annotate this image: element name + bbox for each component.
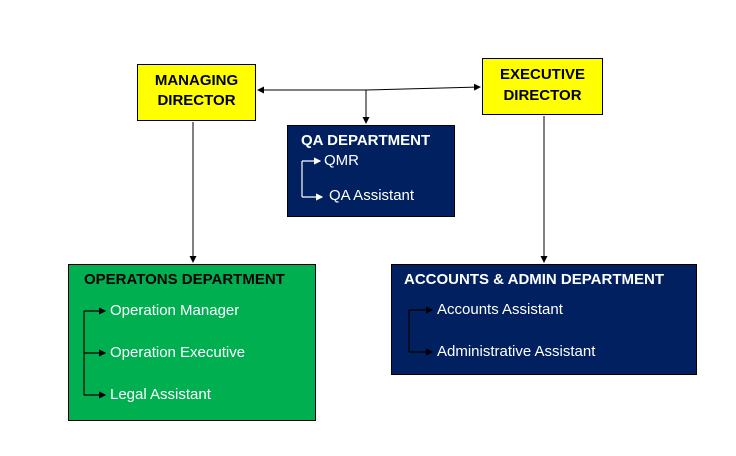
qa-item-qa-assistant: QA Assistant: [329, 187, 415, 204]
qa-item-qmr: QMR: [324, 152, 359, 169]
managing-director-label-line1: MANAGING: [154, 72, 239, 89]
qa-department-box: QA DEPARTMENT QMR QA Assistant: [287, 125, 455, 217]
executive-director-box: EXECUTIVE DIRECTOR: [482, 58, 603, 115]
qa-department-title: QA DEPARTMENT: [301, 132, 431, 149]
operations-item-operation-manager: Operation Manager: [110, 302, 240, 319]
accounts-item-administrative-assistant: Administrative Assistant: [437, 343, 596, 360]
accounts-admin-department-title: ACCOUNTS & ADMIN DEPARTMENT: [404, 271, 664, 288]
accounts-item-accounts-assistant: Accounts Assistant: [437, 301, 563, 318]
operations-department-title: OPERATONS DEPARTMENT: [84, 271, 285, 288]
operations-item-legal-assistant: Legal Assistant: [110, 386, 211, 403]
operations-department-box: OPERATONS DEPARTMENT Operation Manager O…: [68, 264, 316, 421]
accounts-admin-department-box: ACCOUNTS & ADMIN DEPARTMENT Accounts Ass…: [391, 264, 697, 375]
executive-director-label-line2: DIRECTOR: [503, 87, 582, 104]
operations-item-operation-executive: Operation Executive: [110, 344, 246, 361]
executive-director-label-line1: EXECUTIVE: [499, 66, 586, 83]
managing-director-box: MANAGING DIRECTOR: [137, 64, 256, 121]
managing-director-label-line2: DIRECTOR: [157, 92, 236, 109]
